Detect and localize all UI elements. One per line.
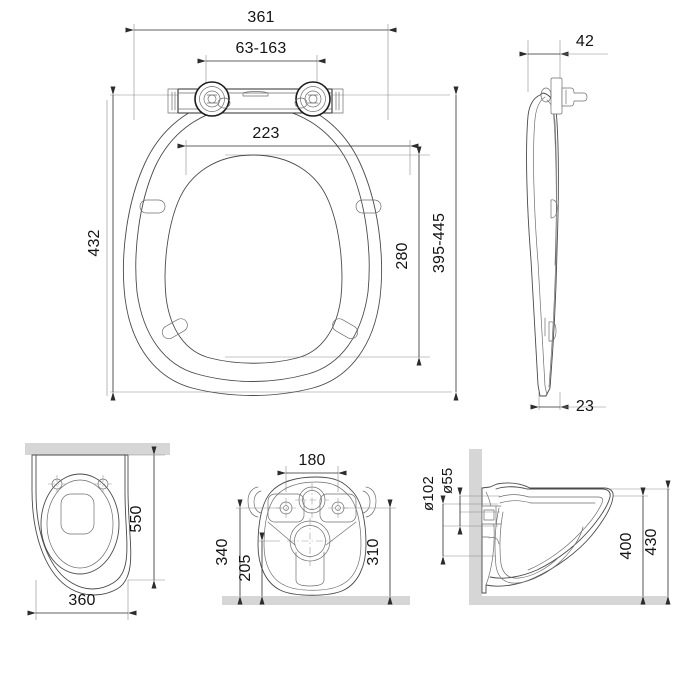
- dimension-205-label: 205: [237, 554, 254, 581]
- seat-side-view: 42 23: [519, 33, 608, 415]
- dimension-430-label: 430: [643, 528, 660, 555]
- dimension-430: 430: [643, 480, 671, 605]
- floor-band-section: [469, 596, 669, 605]
- wc-section-outline: [481, 482, 614, 594]
- dimension-63-163-label: 63-163: [235, 40, 286, 57]
- dimension-432-label: 432: [86, 229, 103, 256]
- dimension-395-445-label: 395-445: [431, 213, 448, 273]
- dimension-550: 550: [128, 446, 157, 589]
- wc-section-connectors: [481, 505, 502, 525]
- dimension-360-label: 360: [68, 592, 95, 609]
- wc-section-view: ø102 ø55 400 430: [420, 449, 671, 605]
- dimension-360: 360: [27, 592, 137, 616]
- seat-side-hinge: [540, 77, 588, 115]
- wc-rear-view: 180 340 205 310: [214, 452, 410, 605]
- dimension-diameter-55: ø55: [439, 468, 463, 535]
- wall-band-top-view: [25, 443, 170, 455]
- dimension-280: 280: [394, 146, 422, 366]
- seat-side-profile: [526, 92, 559, 397]
- dimension-400: 400: [618, 487, 646, 605]
- dimension-63-163: 63-163: [197, 40, 326, 64]
- dimension-361: 361: [125, 9, 397, 33]
- seat-top-view: 361 63-163 223 432 280 395-445: [86, 9, 459, 401]
- dimension-340-label: 340: [214, 538, 231, 565]
- dimension-280-label: 280: [394, 242, 411, 269]
- seat-top-extension-lines: [106, 24, 452, 396]
- dimension-223: 223: [177, 125, 419, 149]
- dimension-395-445: 395-445: [431, 86, 459, 401]
- dimension-23-label: 23: [576, 398, 594, 415]
- seat-outline: [123, 95, 382, 396]
- floor-band-rear-view: [222, 596, 410, 605]
- dimension-361-label: 361: [247, 9, 274, 26]
- dimension-432: 432: [86, 86, 116, 401]
- dimension-diameter-102: ø102: [420, 476, 446, 565]
- dimension-42: 42: [519, 33, 608, 57]
- dimension-310: 310: [365, 499, 393, 605]
- dimension-180-label: 180: [298, 452, 325, 469]
- dimension-180: 180: [277, 452, 347, 476]
- wc-rear-outline: [247, 476, 377, 596]
- seat-bumper-slots: [139, 199, 382, 340]
- wc-top-view: 550 360: [25, 443, 170, 620]
- dimension-340: 340: [214, 499, 243, 605]
- wc-rear-inlet: [295, 483, 329, 518]
- wc-rear-outlet: [267, 518, 357, 587]
- dimension-diameter-102-label: ø102: [420, 476, 437, 511]
- dimension-205: 205: [237, 532, 265, 605]
- hinge-assembly: [167, 81, 344, 117]
- wc-fixing-holes: [48, 475, 112, 493]
- dimension-310-label: 310: [365, 538, 382, 565]
- seat-opening: [164, 154, 343, 364]
- dimension-42-label: 42: [576, 33, 594, 50]
- dimension-diameter-55-label: ø55: [439, 468, 456, 494]
- wc-top-outline: [31, 454, 132, 596]
- dimension-23: 23: [530, 398, 606, 415]
- dimension-223-label: 223: [252, 125, 279, 142]
- wall-vertical-section: [469, 449, 482, 597]
- dimension-400-label: 400: [618, 532, 635, 559]
- dimension-550-label: 550: [128, 505, 145, 532]
